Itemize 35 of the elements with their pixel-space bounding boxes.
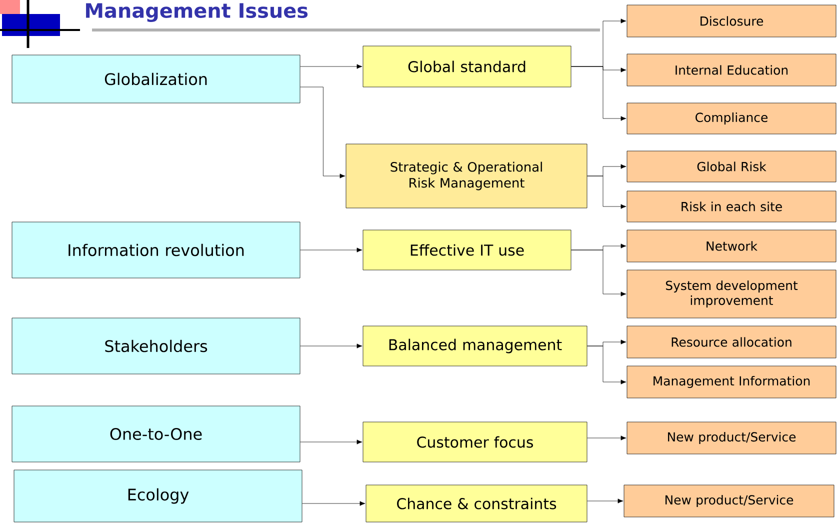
item-box: Resource allocation — [626, 326, 836, 358]
arrow — [300, 64, 362, 69]
theme-box: Global standard — [362, 46, 572, 88]
item-box: Internal Education — [626, 54, 836, 86]
arrow — [587, 498, 624, 504]
title: Management Issues — [86, 3, 308, 22]
arrow — [571, 250, 626, 296]
item-box: Risk in each site — [626, 190, 836, 222]
arrow — [300, 86, 346, 178]
arrow — [300, 440, 362, 444]
theme-box: Strategic & Operational Risk Management — [346, 144, 588, 208]
item-box: System development improvement — [626, 270, 836, 318]
arrow — [587, 346, 626, 384]
arrow — [300, 344, 362, 348]
item-box: New product/Service — [624, 484, 834, 518]
issue-box: Globalization — [12, 54, 300, 104]
arrow — [587, 176, 626, 209]
theme-box: Customer focus — [362, 422, 588, 462]
issue-box: One-to-One — [12, 406, 300, 462]
item-box: Global Risk — [626, 150, 836, 182]
item-box: Compliance — [626, 102, 836, 134]
arrow — [300, 248, 362, 252]
arrow — [571, 66, 626, 121]
item-box: Management Information — [626, 366, 836, 398]
item-box: New product/Service — [626, 422, 836, 454]
theme-box: Effective IT use — [362, 230, 572, 270]
arrow — [302, 501, 366, 506]
issue-box: Information revolution — [12, 222, 300, 278]
issue-box: Ecology — [14, 470, 302, 522]
issue-box: Stakeholders — [12, 318, 300, 374]
theme-box: Balanced management — [362, 326, 588, 366]
arrow — [587, 436, 626, 440]
theme-box: Chance & constraints — [366, 484, 588, 522]
item-box: Disclosure — [626, 4, 836, 38]
item-box: Network — [626, 230, 836, 262]
